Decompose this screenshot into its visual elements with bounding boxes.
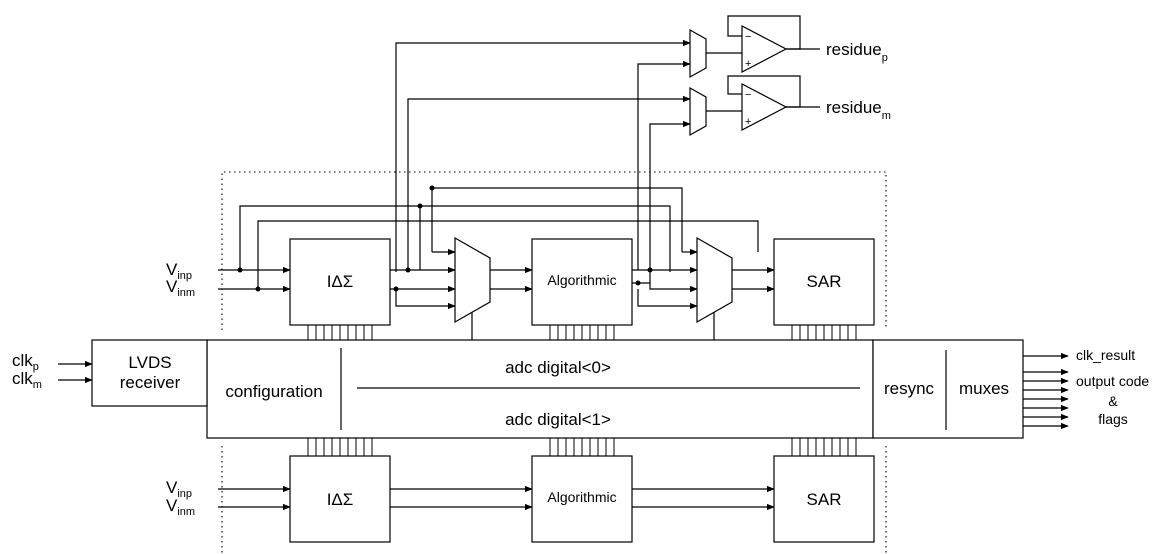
- residue-p-label: residuep: [826, 40, 888, 64]
- digital-core: [206, 339, 874, 439]
- sar-block-top: [773, 238, 875, 326]
- mux-top-2: [696, 236, 733, 324]
- opamp-minus-sign: −: [745, 89, 751, 101]
- algorithmic-label: Algorithmic: [547, 489, 616, 505]
- channel-1-region: [221, 446, 887, 554]
- ampersand-label: &: [1108, 393, 1118, 409]
- outputs: clk_result output code & flags: [1023, 347, 1149, 430]
- lvds-label-line1: LVDS: [128, 353, 171, 372]
- algorithmic-block-bottom: [531, 455, 633, 543]
- output-code-label: output code: [1076, 373, 1149, 389]
- v-inm-label: Vinm: [166, 277, 195, 299]
- lvds-receiver: LVDS receiver clkp clkm: [12, 339, 208, 407]
- lvds-receiver-block: [91, 339, 208, 407]
- residue-m-stage: − + residuem: [689, 75, 891, 137]
- ids-label: IΔΣ: [327, 490, 354, 509]
- ids-label: IΔΣ: [327, 272, 354, 291]
- opamp-plus-sign: +: [745, 116, 751, 128]
- v-inp-label: Vinp: [166, 478, 192, 500]
- v-inp-label: Vinp: [166, 260, 192, 282]
- sar-label: SAR: [807, 272, 842, 291]
- residue-m-label: residuem: [826, 98, 891, 122]
- opamp-plus-sign: +: [745, 58, 751, 70]
- residue-wiring: [239, 39, 759, 289]
- pin-bundles: [307, 325, 857, 456]
- mux-top-1: [454, 236, 491, 324]
- algorithmic-block-top: [531, 238, 633, 326]
- lvds-label-line2: receiver: [120, 373, 181, 392]
- sar-label: SAR: [807, 490, 842, 509]
- channel-1: Vinp Vinm IΔΣ Algorithmic SAR: [166, 455, 875, 543]
- muxes-label: muxes: [959, 379, 1009, 398]
- digital-bar: configuration adc digital<0> adc digital…: [206, 339, 1024, 439]
- sar-block-bottom: [773, 455, 875, 543]
- residue-p-stage: − + residuep: [689, 15, 888, 79]
- clk-result-label: clk_result: [1076, 347, 1135, 363]
- channel-0: Vinp Vinm IΔΣ Algorithmic SAR: [166, 185, 875, 340]
- clk-p-label: clkp: [12, 351, 39, 373]
- resync-label: resync: [884, 379, 935, 398]
- configuration-label: configuration: [225, 382, 322, 401]
- output-code-arrows: [1023, 368, 1069, 430]
- channel-0-region: [221, 171, 887, 330]
- adc-digital-0-label: adc digital<0>: [505, 358, 611, 377]
- resync-muxes-block: [872, 339, 1024, 439]
- opamp-minus-sign: −: [745, 31, 751, 43]
- clk-m-label: clkm: [12, 369, 42, 391]
- flags-label: flags: [1098, 411, 1128, 427]
- ids-block-bottom: [289, 455, 391, 543]
- adc-digital-1-label: adc digital<1>: [505, 410, 611, 429]
- v-inm-label: Vinm: [166, 496, 195, 518]
- algorithmic-label: Algorithmic: [547, 272, 616, 288]
- ids-block-top: [289, 238, 391, 326]
